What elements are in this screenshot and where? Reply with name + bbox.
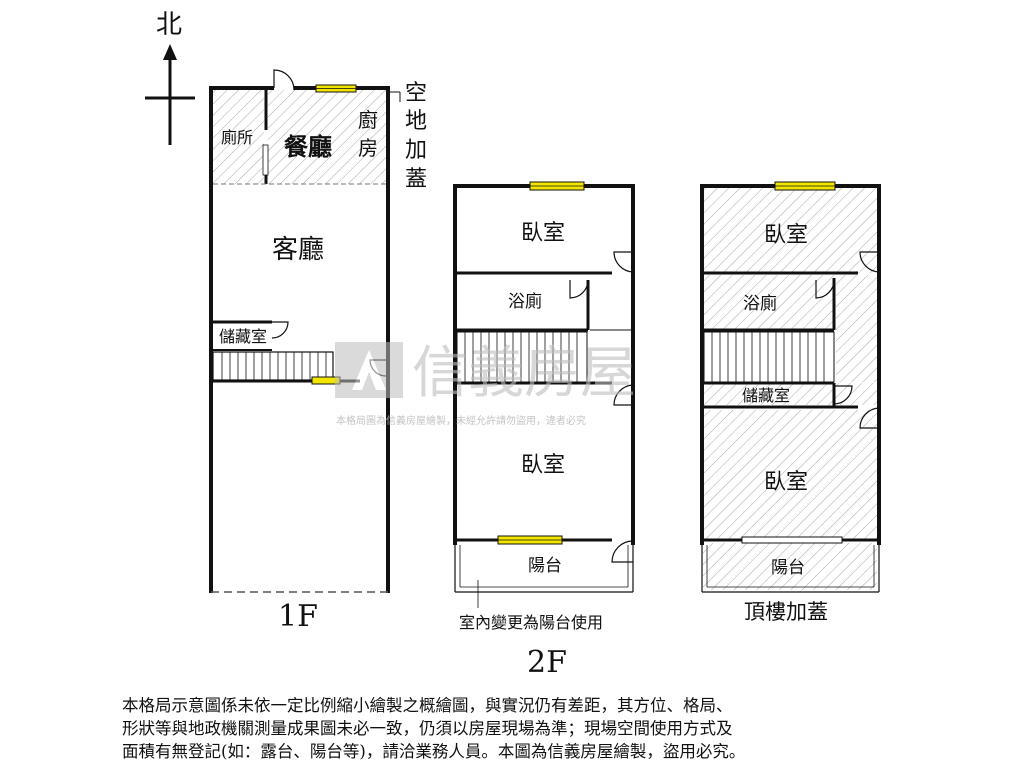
disclaimer-line-2: 形狀等與地政機關測量成果圖未必一致，仍須以房屋現場為準；現場空間使用方式及	[122, 719, 733, 738]
room-label-2f-bedroom-top: 臥室	[521, 221, 565, 246]
room-label-kitchen-1: 廚	[358, 108, 378, 132]
floor-label-rooftop: 頂樓加蓋	[744, 600, 828, 624]
floor-1-plan	[209, 69, 390, 593]
room-label-3f-bath: 浴廁	[743, 293, 777, 314]
room-label-3f-storage: 儲藏室	[742, 386, 790, 405]
disclaimer-line-1: 本格局示意圖係未依一定比例縮小繪製之概繪圖，與實況仍有差距，其方位、格局、	[122, 696, 733, 715]
north-label: 北	[156, 10, 182, 40]
room-label-toilet: 廁所	[221, 128, 253, 147]
room-label-3f-balcony: 陽台	[771, 558, 805, 578]
disclaimer: 本格局示意圖係未依一定比例縮小繪製之概繪圖，與實況仍有差距，其方位、格局、 形狀…	[122, 694, 922, 763]
room-label-2f-balcony: 陽台	[528, 556, 562, 576]
room-label-2f-bedroom-bottom: 臥室	[521, 453, 565, 478]
room-label-3f-bedroom-bottom: 臥室	[764, 470, 808, 495]
annex-note-char-2: 地	[405, 109, 427, 134]
room-label-storage: 儲藏室	[219, 327, 267, 346]
annex-note-char-4: 蓋	[405, 167, 427, 192]
room-label-dining: 餐廳	[284, 133, 332, 161]
disclaimer-line-3: 面積有無登記(如：露台、陽台等)，請洽業務人員。本圖為信義房屋繪製，盜用必究。	[122, 742, 746, 761]
watermark-notice: 本格局圖為信義房屋繪製，未經允許請勿盜用，違者必究	[336, 414, 586, 427]
floor-label-1f: 1F	[278, 599, 318, 634]
room-label-living: 客廳	[272, 235, 324, 265]
annex-note-char-3: 加	[405, 138, 427, 163]
floor-3-plan	[700, 181, 881, 593]
annex-note-char-1: 空	[405, 81, 427, 106]
watermark-logo-icon	[335, 342, 403, 398]
north-arrow-icon	[145, 44, 195, 145]
balcony-conversion-note: 室內變更為陽台使用	[459, 613, 603, 632]
room-label-kitchen-2: 房	[358, 136, 378, 160]
floor-2-plan	[453, 181, 635, 608]
floor-label-2f: 2F	[527, 645, 567, 680]
watermark-brand: 信義房屋	[412, 341, 636, 406]
room-label-3f-bedroom-top: 臥室	[764, 223, 808, 248]
room-label-2f-bath: 浴廁	[508, 291, 542, 312]
